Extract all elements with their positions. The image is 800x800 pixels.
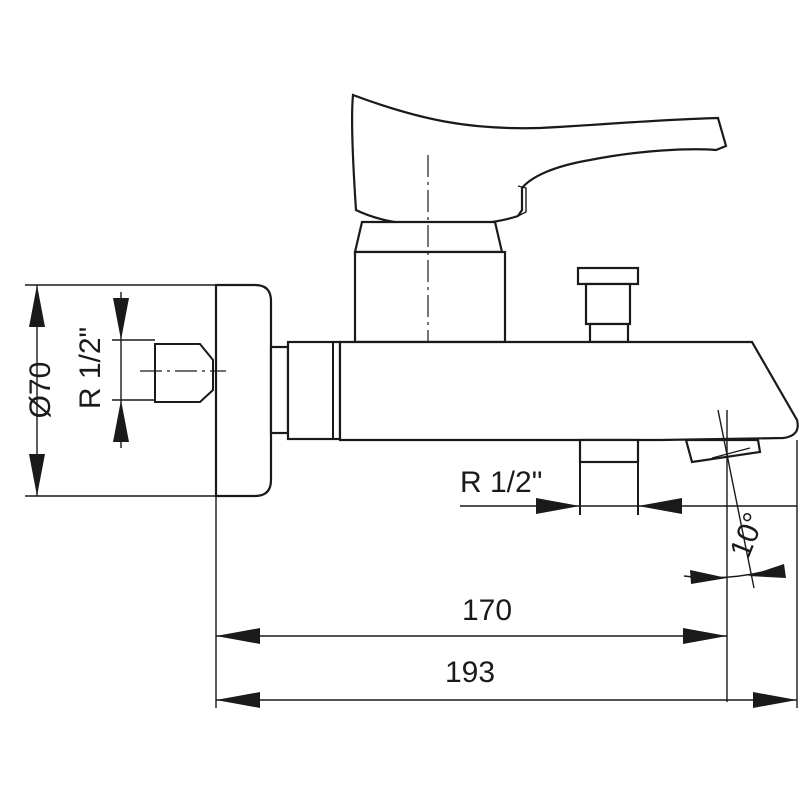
outlet-thread-arrow-right — [638, 498, 682, 514]
inlet-thread-arrow-top — [113, 298, 129, 340]
union-nut — [269, 345, 290, 435]
lever-tip-detail — [517, 185, 527, 217]
angle-inclined-line — [717, 409, 755, 589]
inlet-thread-arrow-bottom — [113, 400, 129, 442]
outlet-thread-label: R 1/2" — [460, 466, 542, 499]
dia-label: Ø70 — [24, 362, 57, 419]
inlet-stub — [154, 343, 214, 403]
lever-handle — [350, 93, 728, 228]
wall-rosette — [214, 283, 273, 498]
dim-193-arrow-right — [753, 692, 797, 708]
outlet-nipple — [578, 438, 640, 464]
spout-body — [338, 340, 799, 442]
diverter-knob-cap — [576, 266, 640, 286]
aerator — [684, 438, 762, 464]
valve-body — [353, 250, 507, 344]
dia-arrow-bottom — [29, 454, 45, 496]
angle-arrow-right — [748, 564, 786, 578]
aerator-line — [711, 447, 751, 459]
diverter-knob-base — [588, 322, 630, 344]
dim-193-label: 193 — [445, 656, 495, 689]
dim-170-arrow-left — [216, 628, 260, 644]
dia-arrow-top — [29, 285, 45, 327]
angle-arrow-left — [690, 570, 727, 584]
dim-170-label: 170 — [462, 594, 512, 627]
angle-label: 10° — [724, 508, 772, 562]
dim-193-arrow-left — [216, 692, 260, 708]
diverter-knob-stem — [584, 282, 632, 326]
outlet-thread-arrow-left — [536, 498, 580, 514]
dim-170-arrow-right — [683, 628, 727, 644]
inlet-thread-label: R 1/2" — [74, 327, 107, 409]
